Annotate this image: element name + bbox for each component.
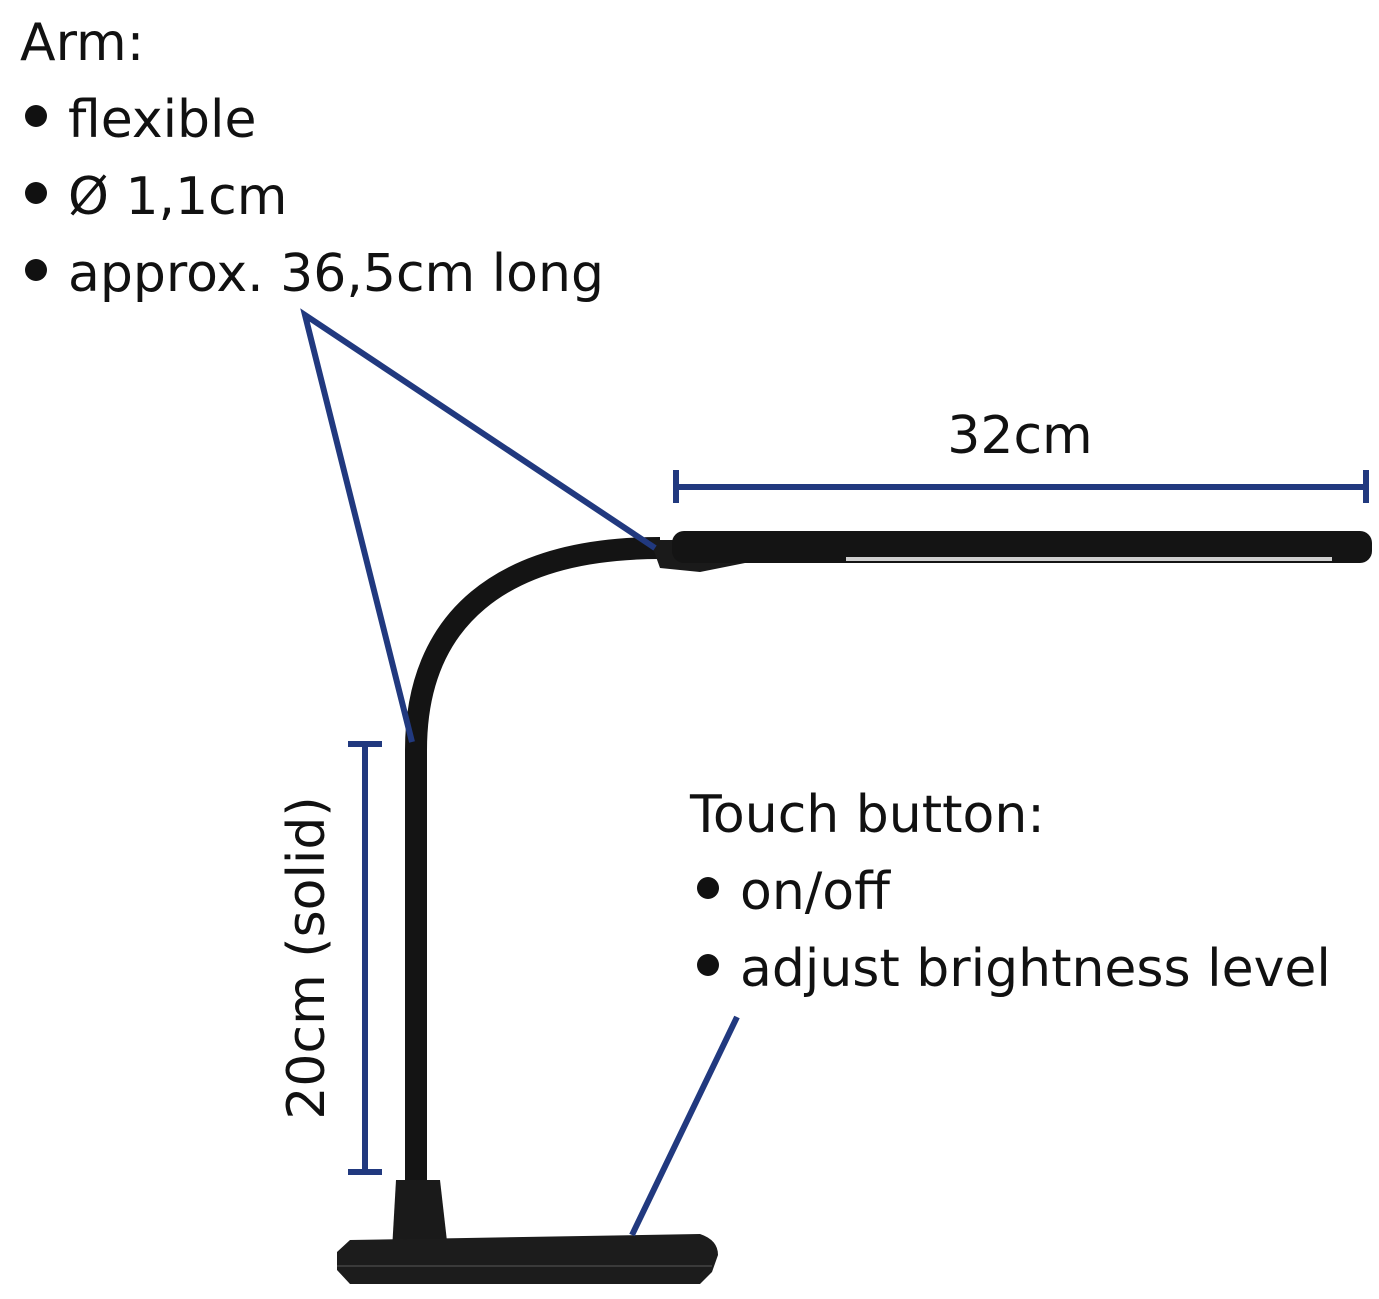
touch-heading: Touch button: (689, 785, 1045, 845)
arm-heading: Arm: (20, 13, 144, 73)
lamp-base (337, 1234, 718, 1284)
touch-pointer-line (629, 1015, 740, 1237)
bullet-icon (25, 259, 47, 281)
neck-height-label: 20cm (solid) (277, 796, 337, 1119)
head-dimension-line (673, 470, 1369, 503)
arm-pointer-line (300, 308, 657, 743)
lamp-arm (405, 537, 661, 1185)
lamp-illustration (337, 531, 1372, 1284)
bullet-icon (697, 877, 719, 899)
lamp-pedestal (392, 1180, 448, 1250)
arm-bullet-length: approx. 36,5cm long (68, 244, 604, 304)
neck-dimension-line (348, 741, 382, 1175)
lamp-head (672, 531, 1372, 563)
head-length-label: 32cm (947, 406, 1092, 466)
arm-bullet-diameter: Ø 1,1cm (68, 167, 287, 227)
bullet-icon (25, 105, 47, 127)
touch-bullet-onoff: on/off (740, 862, 891, 922)
bullet-icon (25, 182, 47, 204)
touch-bullet-brightness: adjust brightness level (740, 939, 1331, 999)
annotations (300, 308, 1369, 1237)
bullet-icon (697, 954, 719, 976)
led-strip (846, 557, 1332, 561)
arm-bullet-flexible: flexible (68, 90, 257, 150)
